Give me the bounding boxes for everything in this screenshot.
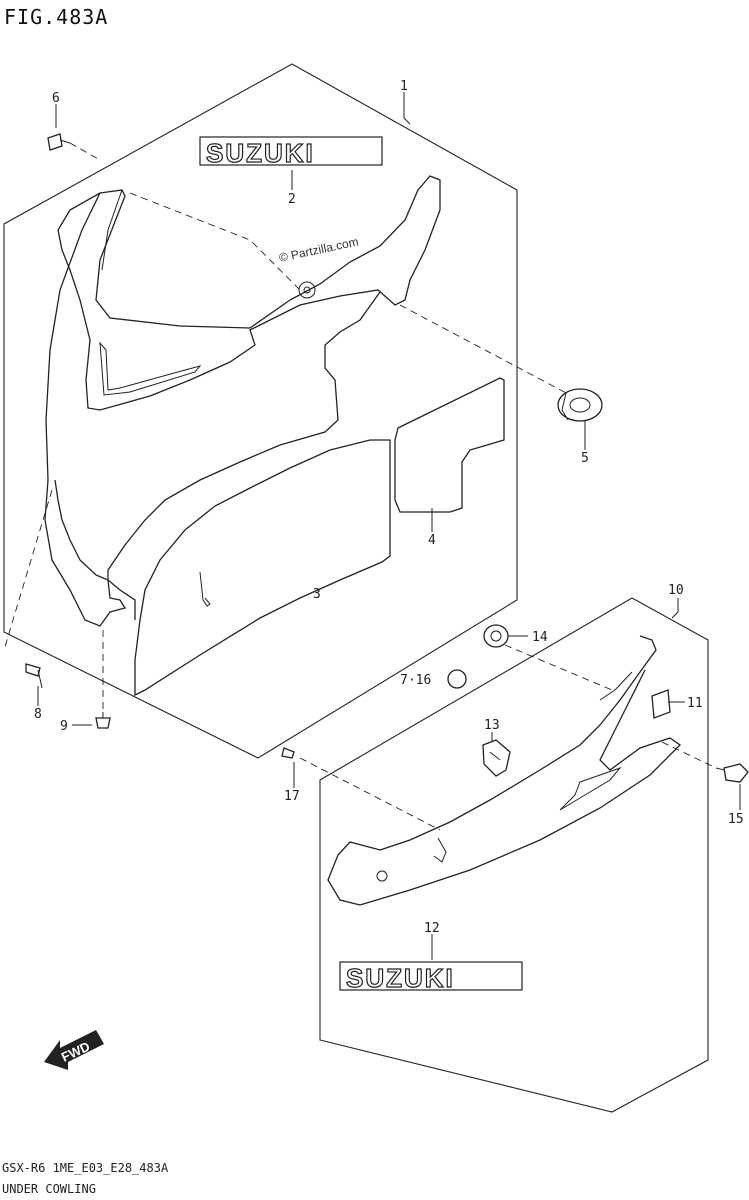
callout-16: 7·16 [400, 673, 431, 688]
callout-9: 9 [60, 719, 68, 734]
screw-8 [25, 663, 43, 689]
callout-15: 15 [728, 812, 744, 827]
callout-17: 17 [284, 789, 300, 804]
under-cowling-panel [107, 291, 391, 697]
watermark: © Partzilla.com [278, 234, 360, 265]
emblem-upper-text: SUZUKI [206, 138, 315, 168]
callout-3: 3 [313, 587, 321, 602]
clip-13 [482, 739, 511, 777]
figure-code: GSX-R6 1ME_E03_E28_483A [2, 1161, 169, 1175]
lower-under-cowling [327, 635, 682, 906]
group-box-upper [3, 63, 518, 759]
screw-17 [281, 747, 295, 759]
upper-under-cowling [44, 175, 441, 627]
callout-4: 4 [428, 533, 436, 548]
reference-lines [3, 142, 717, 831]
callout-5: 5 [581, 451, 589, 466]
figure-title: FIG.483A [4, 5, 108, 29]
bushing-16 [447, 669, 467, 689]
grommet [557, 388, 603, 422]
pad-11 [651, 689, 671, 719]
callout-1: 1 [400, 79, 408, 94]
grommet-14 [483, 624, 509, 648]
screw-15 [715, 763, 749, 783]
emblem-lower: SUZUKI [339, 961, 523, 994]
emblem-upper: SUZUKI [199, 136, 383, 169]
fwd-label: FWD [59, 1039, 92, 1065]
screw-6 [47, 133, 71, 151]
leader-lines [37, 92, 741, 960]
callout-10: 10 [668, 583, 684, 598]
callout-8: 8 [34, 707, 42, 722]
callout-6: 6 [52, 91, 60, 106]
callout-14: 14 [532, 630, 548, 645]
group-box-lower [319, 597, 709, 1113]
fastener-9 [95, 712, 111, 729]
figure-name: UNDER COWLING [2, 1182, 96, 1196]
fwd-arrow: FWD [44, 1030, 104, 1070]
callout-13: 13 [484, 718, 500, 733]
emblem-lower-text: SUZUKI [346, 963, 455, 993]
cushion-pad [394, 377, 505, 513]
callout-12: 12 [424, 921, 440, 936]
callout-2: 2 [288, 192, 296, 207]
callout-11: 11 [687, 696, 703, 711]
